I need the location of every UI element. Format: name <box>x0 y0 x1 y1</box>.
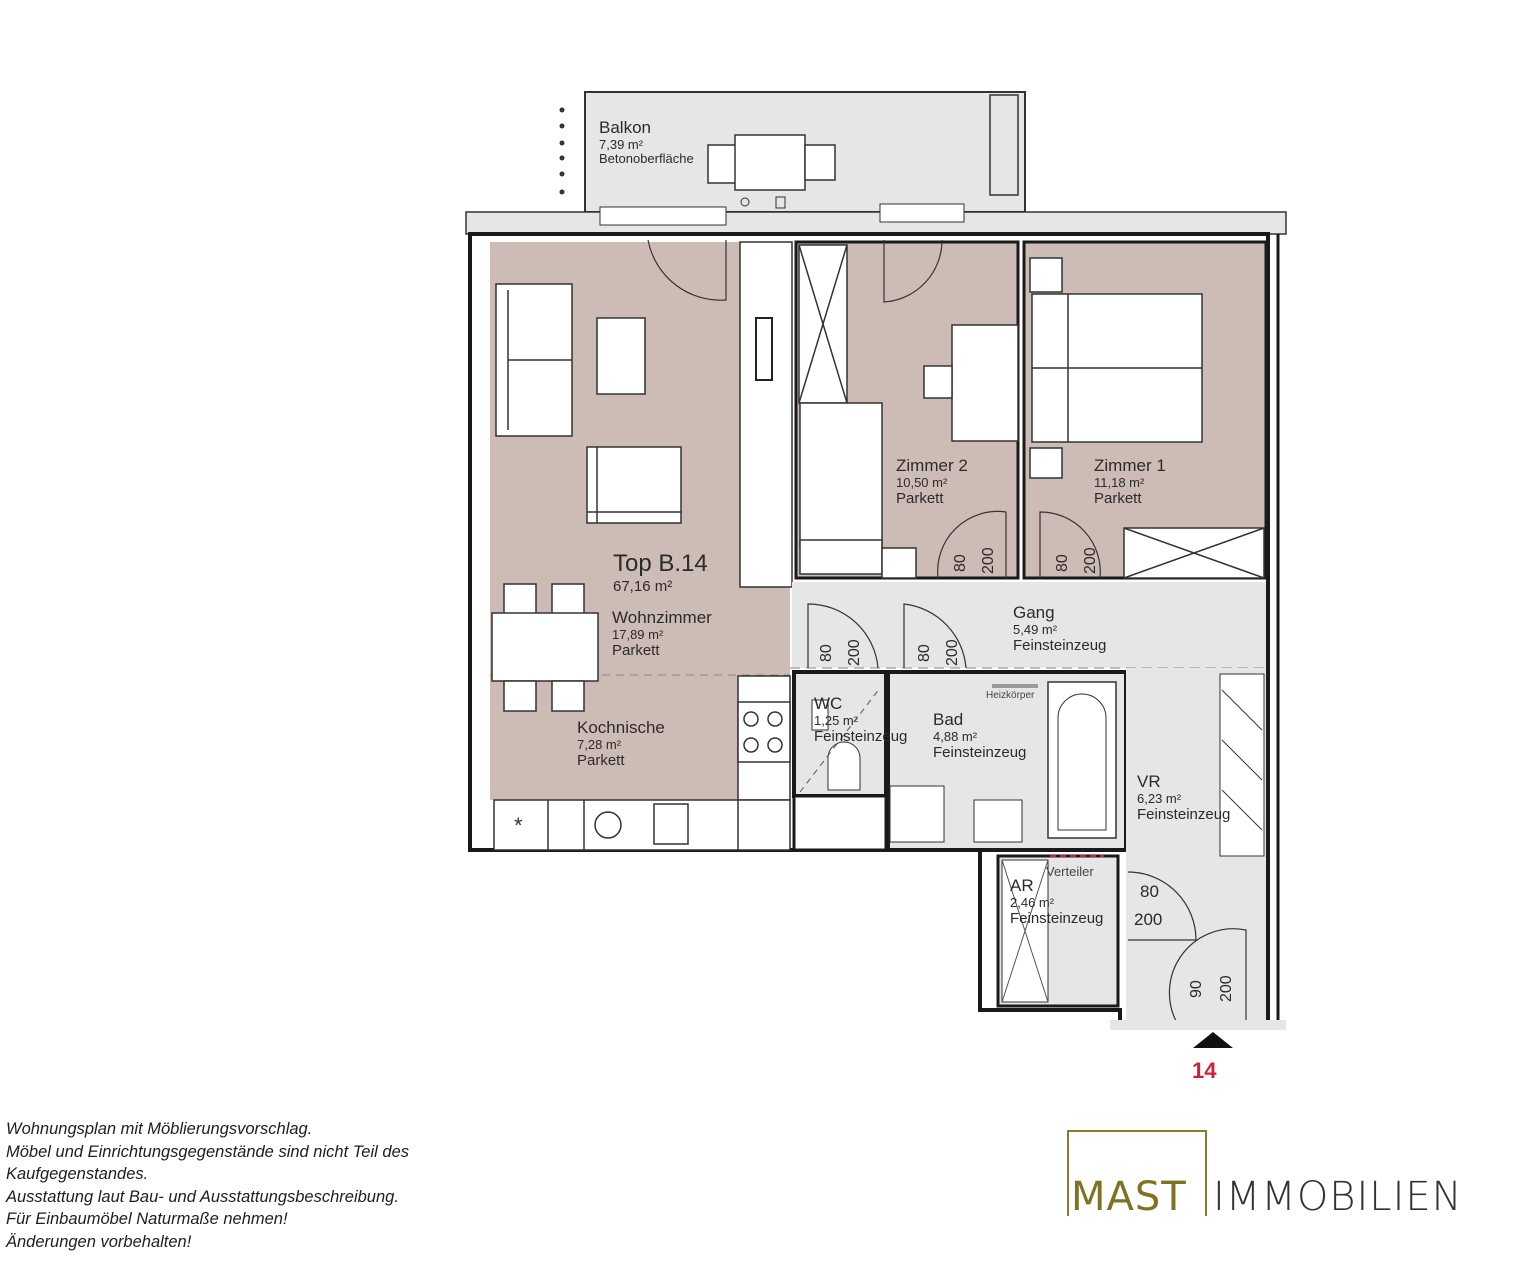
room-label-balkon: Balkon 7,39 m² Betonoberfläche <box>599 118 694 167</box>
door-height-bad: 200 <box>944 639 961 666</box>
disclaimer-line: Wohnungsplan mit Möblierungsvorschlag. <box>6 1120 313 1138</box>
room-floor: Feinsteinzeug <box>1137 806 1231 824</box>
balcony <box>559 91 1026 213</box>
room-name: Gang <box>1013 603 1055 622</box>
room-label-gang: Gang 5,49 m² Feinsteinzeug <box>1013 603 1106 655</box>
logo-frame <box>1067 1130 1207 1216</box>
room-area: 7,39 m² <box>599 136 644 152</box>
room-label-wohnzimmer: Wohnzimmer 17,89 m² Parkett <box>612 608 712 660</box>
door-height-vr: 200 <box>1134 910 1163 929</box>
door-width-vr: 80 <box>1140 882 1159 901</box>
room-area: 7,28 m² <box>577 736 622 752</box>
door-height-zimmer2: 200 <box>980 547 997 574</box>
company-logo: MAST IMMOBILIEN <box>1065 1130 1495 1220</box>
door-width-wc: 80 <box>818 644 835 662</box>
disclaimer-line: Ausstattung laut Bau- und Ausstattungsbe… <box>6 1187 399 1206</box>
door-width-bad: 80 <box>916 644 933 662</box>
room-area: 6,23 m² <box>1137 790 1182 806</box>
room-label-zimmer1: Zimmer 1 11,18 m² Parkett <box>1094 456 1166 508</box>
room-name: Zimmer 2 <box>896 456 968 475</box>
room-area: 11,18 m² <box>1094 474 1145 490</box>
door-width-zimmer2: 80 <box>952 554 969 572</box>
room-label-bad: Bad 4,88 m² Feinsteinzeug <box>933 710 1026 762</box>
room-floor: Feinsteinzeug <box>1010 910 1104 928</box>
room-name: Wohnzimmer <box>612 608 712 627</box>
verteiler-note: Verteiler <box>1046 864 1094 879</box>
unit-name: Top B.14 <box>613 550 708 577</box>
door-width-zimmer1: 80 <box>1054 554 1071 572</box>
room-name: WC <box>814 694 843 713</box>
room-label-vr: VR 6,23 m² Feinsteinzeug <box>1137 772 1230 824</box>
room-label-kochnische: Kochnische 7,28 m² Parkett <box>577 718 665 770</box>
room-floor: Parkett <box>577 752 625 770</box>
room-area: 10,50 m² <box>896 474 948 490</box>
room-floor: Parkett <box>896 490 944 508</box>
room-name: VR <box>1137 772 1161 791</box>
room-floor: Parkett <box>612 642 660 660</box>
room-area: 5,49 m² <box>1013 621 1058 637</box>
room-name: AR <box>1010 876 1034 895</box>
floor-plan: * <box>465 91 1287 1048</box>
svg-text:*: * <box>514 813 523 838</box>
room-area: 4,88 m² <box>933 728 978 744</box>
disclaimer-line: Möbel und Einrichtungsgegenstände sind n… <box>6 1142 409 1161</box>
room-name: Bad <box>933 710 964 729</box>
room-floor: Parkett <box>1094 490 1142 508</box>
door-height-wc: 200 <box>846 639 863 666</box>
room-name: Kochnische <box>577 718 665 737</box>
room-floor: Betonoberfläche <box>599 151 694 167</box>
room-floor: Feinsteinzeug <box>1013 637 1107 655</box>
disclaimer-line: Änderungen vorbehalten! <box>6 1232 192 1251</box>
logo-mast: MAST <box>1071 1174 1187 1220</box>
disclaimer: Wohnungsplan mit Möblierungsvorschlag. M… <box>6 1118 546 1253</box>
disclaimer-line: Für Einbaumöbel Naturmaße nehmen! <box>6 1210 288 1228</box>
logo-immobilien: IMMOBILIEN <box>1213 1174 1463 1220</box>
unit-total-area: 67,16 m² <box>613 577 673 595</box>
room-area: 17,89 m² <box>612 626 664 642</box>
room-name: Zimmer 1 <box>1094 456 1166 475</box>
door-width-entrance: 90 <box>1188 980 1205 998</box>
entrance-number: 14 <box>1192 1058 1217 1083</box>
heizkoerper-note: Heizkörper <box>986 690 1035 701</box>
door-height-zimmer1: 200 <box>1082 547 1099 574</box>
unit-label: Top B.14 67,16 m² <box>613 550 708 595</box>
room-name: Balkon <box>599 118 651 137</box>
door-height-entrance: 200 <box>1218 975 1235 1002</box>
room-label-ar: AR 2,46 m² Feinsteinzeug <box>1010 876 1103 928</box>
room-floor: Feinsteinzeug <box>814 728 908 746</box>
room-label-wc: WC 1,25 m² Feinsteinzeug <box>814 694 907 746</box>
room-label-zimmer2: Zimmer 2 10,50 m² Parkett <box>896 456 968 508</box>
disclaimer-line: Kaufgegenstandes. <box>6 1165 149 1183</box>
room-area: 1,25 m² <box>814 712 859 728</box>
room-floor: Feinsteinzeug <box>933 744 1027 762</box>
room-area: 2,46 m² <box>1010 894 1055 910</box>
